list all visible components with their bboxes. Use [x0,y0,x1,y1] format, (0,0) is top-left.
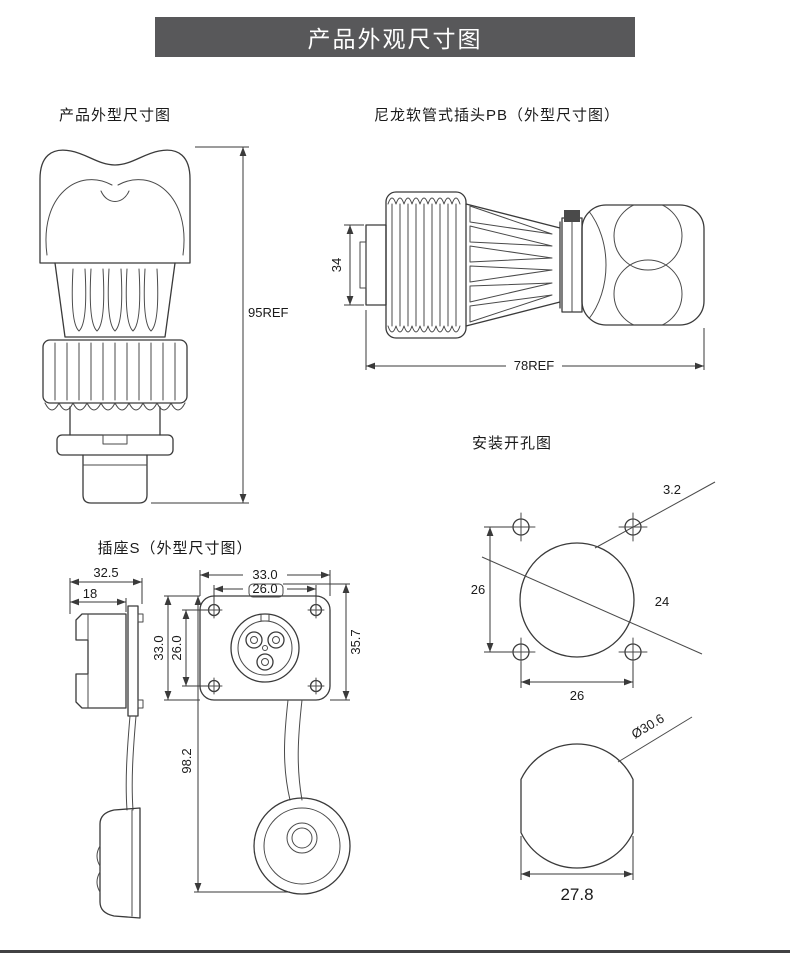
plug-rear-body [56,406,174,504]
socket-s-drawing: 32.5 18 33.0 26.0 [69,565,363,919]
dim-hole-spacing-h: 26.0 [252,581,277,596]
mounting-holes [506,512,648,667]
dim-flange-width: 33.0 [252,567,277,582]
dim-flat-width-lines [520,836,634,880]
pb-coupling-nut [385,191,467,339]
dim-overall-height-lines [283,583,350,701]
dim-34-lines [344,224,364,306]
socket-dust-cap [253,699,351,895]
dim-26-horizontal: 26 [570,688,584,703]
mounting-hole-leaders [481,481,716,655]
page-title: 产品外观尺寸图 [308,20,483,58]
plug-overall-label: 产品外型尺寸图 [58,107,171,124]
dim-95ref: 95REF [248,305,289,320]
dim-3-2: 3.2 [663,482,681,497]
pb-front-end [359,224,387,306]
plug-pb-drawing: 34 78REF [330,191,705,373]
plug-rib-section [54,262,176,338]
bottom-rule [0,950,790,953]
dim-hole-spacing-v-lines [182,609,208,687]
socket-side-view [75,605,144,919]
plug-overall-drawing: 95REF [39,146,289,504]
panel-cutout-drawing: Ø30.6 27.8 [520,711,693,904]
title-banner: 产品外观尺寸图 [155,17,635,58]
socket-s-label: 插座S（外型尺寸图） [97,540,253,557]
dim-18-lines [70,598,127,612]
cutout-shape [520,743,634,869]
dim-flat-width: 27.8 [560,885,593,904]
dim-18: 18 [83,586,97,601]
plug-cap [39,149,191,264]
dim-flange-height-lines [164,595,200,701]
mounting-hole-label: 安装开孔图 [471,435,552,452]
dim-34: 34 [330,258,344,272]
dim-26-horizontal-lines [520,662,634,688]
pb-gland-flutes [465,203,561,327]
dim-26-vertical-lines [484,526,512,653]
dim-total-length-lines [194,596,290,893]
dim-total-length: 98.2 [179,748,194,773]
cutout-diameter-leader [617,716,693,763]
dim-flange-height: 33.0 [151,635,166,660]
socket-front-view [199,583,331,701]
plug-pb-label: 尼龙软管式插头PB（外型尺寸图） [373,107,620,124]
dim-32-5: 32.5 [93,565,118,580]
dim-78ref-lines [365,310,705,370]
dim-cutout-diameter: Ø30.6 [629,711,667,742]
dim-78ref: 78REF [514,358,555,373]
dim-26-vertical: 26 [471,582,485,597]
dim-overall-height: 35.7 [348,629,363,654]
dim-95ref-lines [151,146,249,504]
dim-24: 24 [655,594,669,609]
plug-coupling-ring [42,339,188,411]
pb-backshell [581,204,705,326]
dim-hole-spacing-v: 26.0 [169,635,184,660]
mounting-hole-drawing: 3.2 24 26 26 [471,481,716,703]
pb-latch-collar [561,210,583,313]
dim-flange-width-lines [199,570,331,596]
dim-32-5-lines [69,578,143,614]
